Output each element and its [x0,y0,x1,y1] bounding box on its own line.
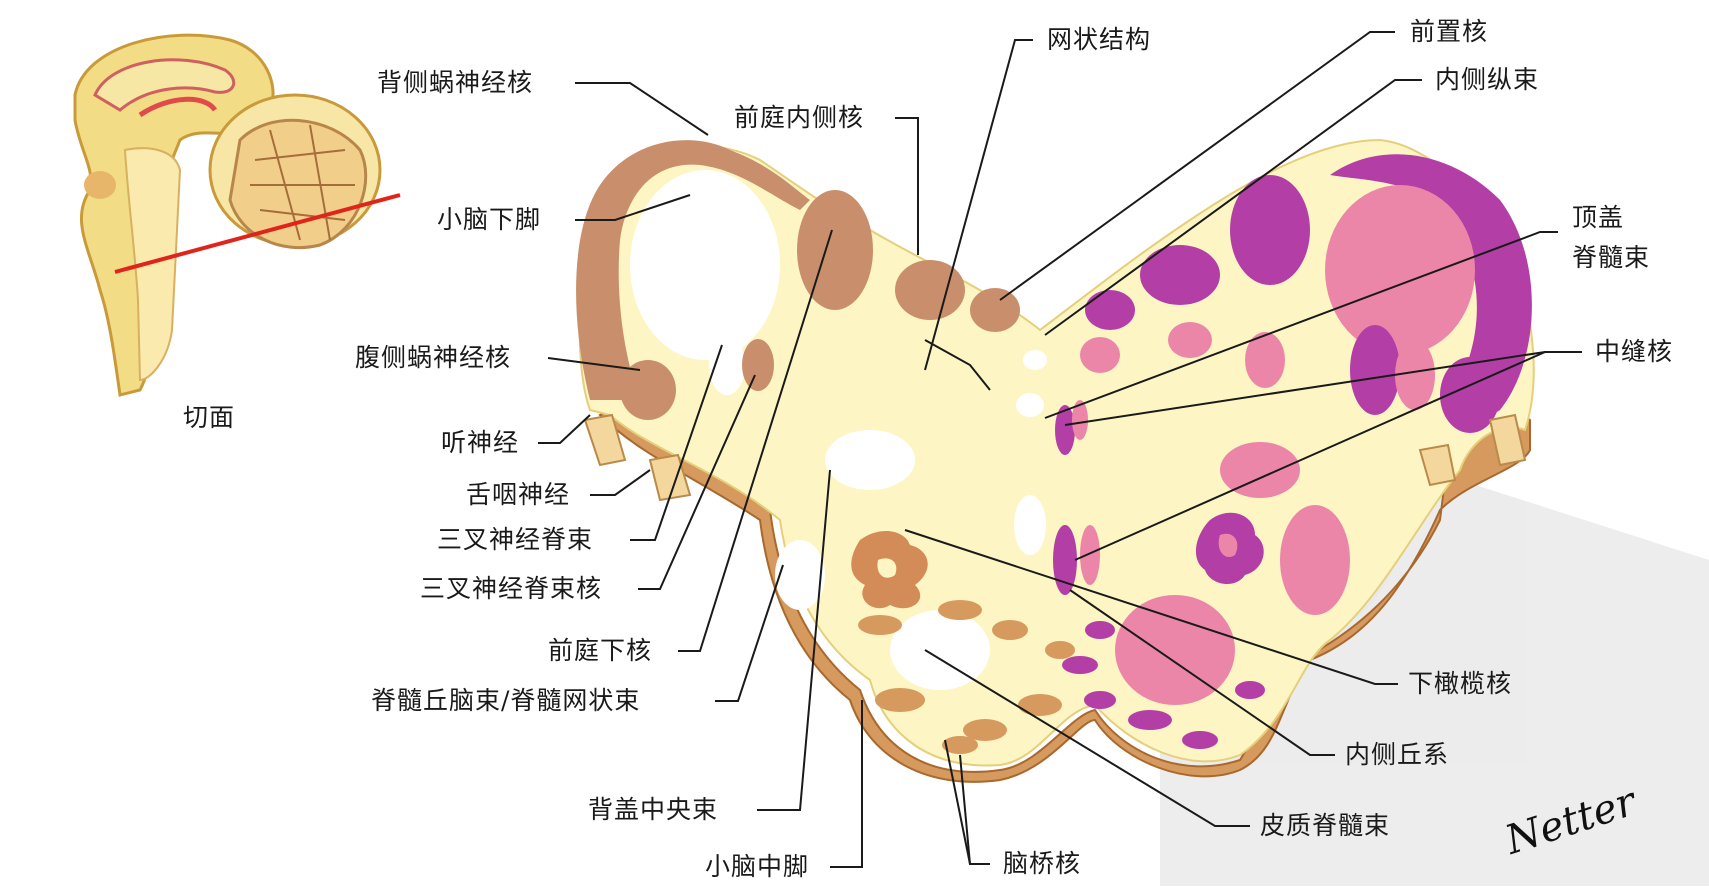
label-dorsal-cochlear-nucleus: 背侧蜗神经核 [377,68,533,98]
label-central-tegmental-tract: 背盖中央束 [588,795,718,825]
inset-caption: 切面 [183,403,235,433]
label-raphe-nucleus: 中缝核 [1595,337,1673,367]
label-pontine-nuclei: 脑桥核 [1003,849,1081,879]
label-inferior-vestibular-nucleus: 前庭下核 [548,636,652,666]
label-reticular-formation: 网状结构 [1047,25,1151,55]
label-spinothalamic-tract: 脊髓丘脑束/脊髓网状束 [371,686,640,716]
label-corticospinal-tract: 皮质脊髓束 [1260,811,1390,841]
label-auditory-nerve: 听神经 [441,428,519,458]
inset-brain [75,35,400,395]
label-medial-longitudinal-fasciculus: 内侧纵束 [1435,65,1539,95]
label-tectospinal-line2: 脊髓束 [1572,243,1650,273]
label-glossopharyngeal-nerve: 舌咽神经 [466,480,570,510]
label-ventral-cochlear-nucleus: 腹侧蜗神经核 [355,343,511,373]
label-trigeminal-spinal-tract: 三叉神经脊束 [437,525,593,555]
label-medial-lemniscus: 内侧丘系 [1345,740,1449,770]
label-prepositus-nucleus: 前置核 [1410,17,1488,47]
label-middle-cerebellar-peduncle: 小脑中脚 [705,852,809,882]
label-trigeminal-spinal-nucleus: 三叉神经脊束核 [420,574,602,604]
label-tectospinal-line1: 顶盖 [1572,203,1624,233]
label-inferior-cerebellar-peduncle: 小脑下脚 [437,205,541,235]
label-medial-vestibular-nucleus: 前庭内侧核 [734,103,864,133]
label-inferior-olivary-nucleus: 下橄榄核 [1408,669,1512,699]
